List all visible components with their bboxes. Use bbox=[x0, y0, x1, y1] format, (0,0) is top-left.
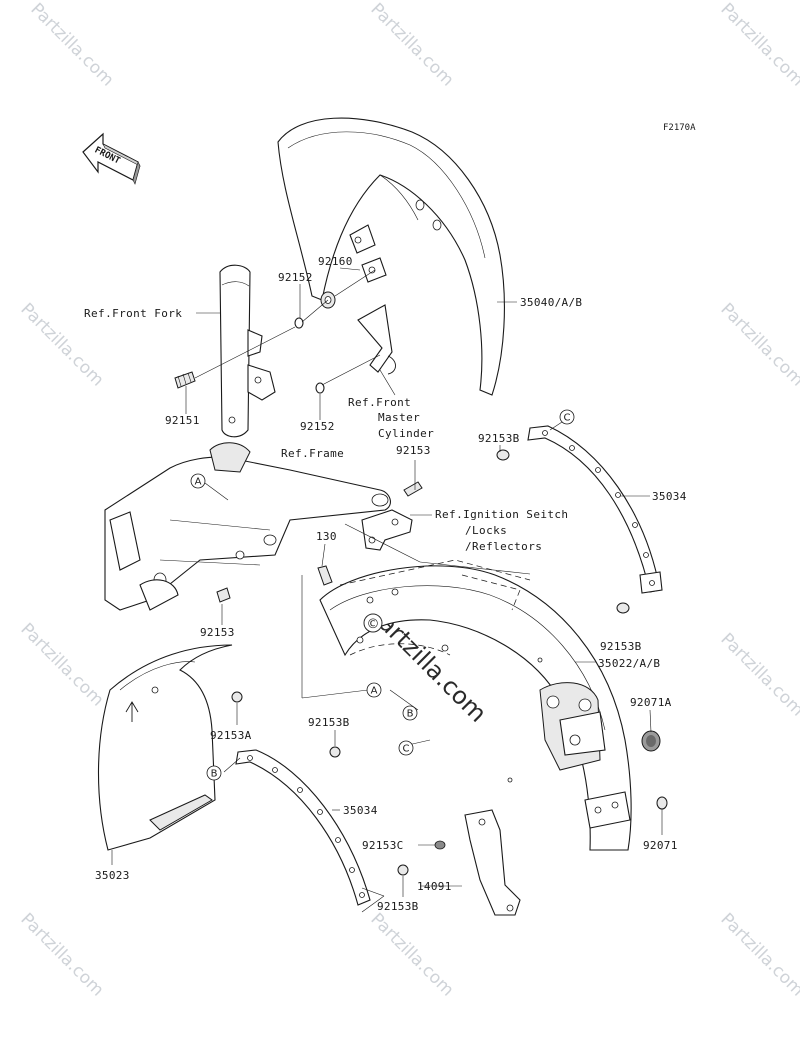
ignition-bracket-ref bbox=[361, 509, 413, 551]
hardware-92160 bbox=[320, 291, 336, 309]
watermark-text: Partzilla.com bbox=[26, 0, 117, 90]
label-35023[interactable]: 35023 bbox=[95, 869, 130, 882]
label-92153b-bottom[interactable]: 92153B bbox=[377, 900, 419, 913]
nut-92153b-low bbox=[329, 746, 341, 758]
front-fender-35040 bbox=[277, 117, 505, 396]
label-92071[interactable]: 92071 bbox=[643, 839, 678, 852]
inner-fender-35023 bbox=[97, 644, 233, 851]
watermark-text: Partzilla.com bbox=[716, 909, 800, 1000]
label-92153b-mid[interactable]: 92153B bbox=[600, 640, 642, 653]
label-35034-top[interactable]: 35034 bbox=[652, 490, 687, 503]
callout-a-top: A bbox=[190, 473, 206, 489]
fender-stay-35034-top bbox=[527, 425, 663, 594]
svg-text:B: B bbox=[211, 769, 218, 780]
nut-92153c bbox=[434, 840, 446, 850]
watermark-text: Partzilla.com bbox=[366, 0, 457, 90]
label-92153-top[interactable]: 92153 bbox=[396, 444, 431, 457]
label-92153b-top[interactable]: 92153B bbox=[478, 432, 520, 445]
label-35034-low[interactable]: 35034 bbox=[343, 804, 378, 817]
label-35022[interactable]: 35022/A/B bbox=[598, 657, 660, 670]
label-92153b-low[interactable]: 92153B bbox=[308, 716, 350, 729]
leader-lines bbox=[111, 267, 663, 913]
nut-92153b-mid bbox=[616, 602, 630, 614]
callout-a-low: A bbox=[366, 682, 382, 698]
bolt-92151 bbox=[174, 371, 196, 389]
svg-text:©: © bbox=[367, 617, 380, 632]
label-35040[interactable]: 35040/A/B bbox=[520, 296, 582, 309]
label-92152-top[interactable]: 92152 bbox=[278, 271, 313, 284]
bolt-92153-low bbox=[216, 587, 231, 603]
svg-text:A: A bbox=[195, 477, 202, 488]
rear-fender-35022 bbox=[319, 559, 632, 851]
watermark-text: Partzilla.com bbox=[716, 0, 800, 90]
label-92151[interactable]: 92151 bbox=[165, 414, 200, 427]
ref-frame: Ref.Frame bbox=[281, 447, 344, 460]
grommet-92071a bbox=[641, 730, 661, 752]
label-14091[interactable]: 14091 bbox=[417, 880, 452, 893]
callout-c-low: C bbox=[398, 740, 414, 756]
watermark-text: Partzilla.com bbox=[716, 629, 800, 720]
reference-labels: Ref.Front Fork Ref.Front Master Cylinder… bbox=[84, 307, 568, 553]
ref-front-fork: Ref.Front Fork bbox=[84, 307, 182, 320]
ref-ignition-line3: /Reflectors bbox=[465, 540, 542, 553]
ref-front-master-line2: Master bbox=[378, 411, 420, 424]
label-130[interactable]: 130 bbox=[316, 530, 337, 543]
nut-92153b-top bbox=[496, 449, 510, 461]
svg-text:C: C bbox=[564, 413, 571, 424]
diagram-code: F2170A bbox=[663, 123, 696, 133]
copyright-icon: © bbox=[363, 613, 383, 633]
svg-text:B: B bbox=[407, 709, 414, 720]
watermark-text: Partzilla.com bbox=[366, 909, 457, 1000]
nut-92153b-bottom bbox=[397, 864, 409, 876]
fender-stay-35034-low bbox=[235, 749, 371, 906]
front-arrow-icon: FRONT bbox=[82, 132, 141, 185]
label-92153a[interactable]: 92153A bbox=[210, 729, 252, 742]
watermark-text: Partzilla.com bbox=[16, 619, 107, 710]
part-labels: 35040/A/B 92160 92152 92151 92152 92153B… bbox=[95, 255, 687, 913]
watermark-text: Partzilla.com bbox=[716, 299, 800, 390]
label-92153c[interactable]: 92153C bbox=[362, 839, 404, 852]
svg-text:A: A bbox=[371, 686, 378, 697]
ref-ignition-line1: Ref.Ignition Seitch bbox=[435, 508, 568, 521]
grommet-92071 bbox=[656, 796, 668, 810]
callout-c-top: C bbox=[559, 409, 575, 425]
label-92160[interactable]: 92160 bbox=[318, 255, 353, 268]
washer-92152-top bbox=[294, 317, 304, 329]
ref-ignition-line2: /Locks bbox=[465, 524, 507, 537]
svg-text:C: C bbox=[403, 744, 410, 755]
label-92071a[interactable]: 92071A bbox=[630, 696, 672, 709]
washer-92152-low bbox=[315, 382, 325, 394]
ref-front-master-line1: Ref.Front bbox=[348, 396, 411, 409]
label-92152-low[interactable]: 92152 bbox=[300, 420, 335, 433]
bolt-92153a bbox=[231, 691, 243, 703]
bracket-14091 bbox=[464, 809, 521, 916]
ref-front-master-line3: Cylinder bbox=[378, 427, 434, 440]
bolt-92153-top bbox=[403, 481, 423, 497]
front-fork-ref bbox=[219, 264, 276, 438]
callout-b-mid: B bbox=[402, 705, 418, 721]
label-92153-low[interactable]: 92153 bbox=[200, 626, 235, 639]
frame-ref bbox=[104, 442, 391, 611]
bolt-130 bbox=[317, 565, 333, 586]
callout-b-low: B bbox=[206, 765, 222, 781]
watermark-text: Partzilla.com bbox=[16, 909, 107, 1000]
